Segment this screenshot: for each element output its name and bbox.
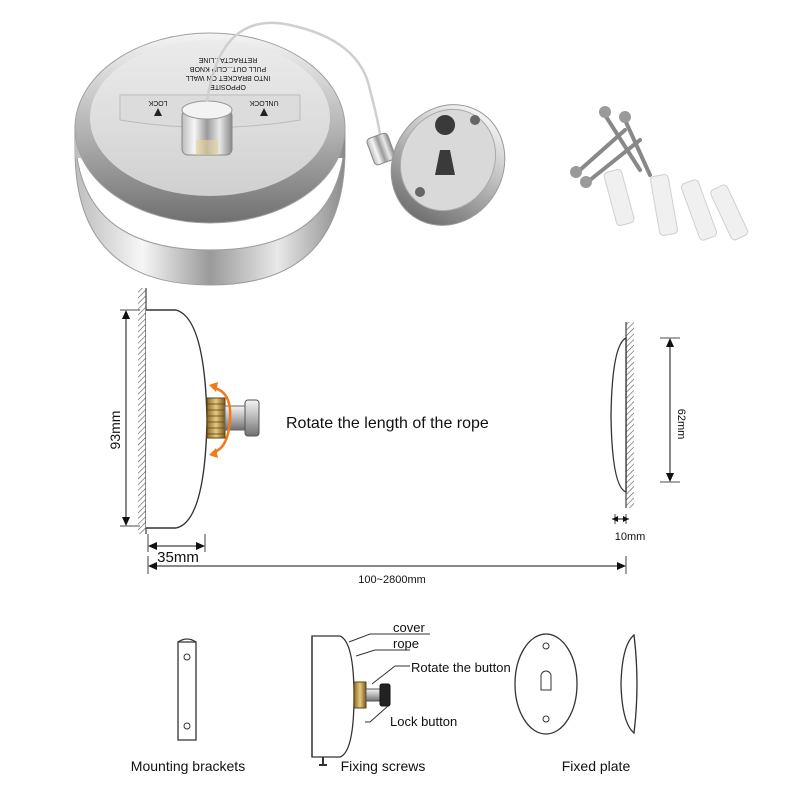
- plate-screw-hole-bottom: [415, 187, 425, 197]
- reel-side-drawing: [311, 635, 391, 766]
- part-label-fixed-plate: Fixed plate: [562, 758, 631, 774]
- part-label-fixing-screws: Fixing screws: [341, 758, 426, 774]
- reel-sticker-text-4: OPPOSITE: [210, 83, 246, 90]
- dim-plate-depth-label: 10mm: [615, 531, 646, 543]
- caption-rotate-rope: Rotate the length of the rope: [286, 415, 489, 432]
- wall-right: [625, 322, 634, 508]
- fixed-plate-photo: [390, 104, 506, 226]
- plate-screw-hole-top: [470, 115, 480, 125]
- dim-reel-depth: [147, 534, 206, 552]
- rope: [205, 21, 382, 136]
- dim-plate-depth: [612, 514, 629, 524]
- lock-label: LOCK: [148, 99, 167, 106]
- mounting-bracket-drawing: [177, 638, 197, 741]
- fixed-plate-side-drawing: [620, 633, 638, 735]
- dim-reel-depth-label: 35mm: [157, 549, 199, 566]
- bracket-hole-top: [183, 653, 191, 661]
- dim-rope-length-label: 100~2800mm: [358, 574, 426, 586]
- callout-rotate-button: Rotate the button: [411, 660, 511, 675]
- callout-rope: rope: [393, 636, 419, 651]
- reel-sticker-text-1: RETRACTA...LINE: [198, 56, 257, 63]
- screws-and-anchors-photo: [570, 106, 749, 241]
- unlock-arrow-icon: [260, 108, 268, 116]
- plate-front-hole-bottom: [542, 715, 550, 723]
- reel-side-outline: [146, 309, 208, 529]
- keyhole: [435, 115, 456, 175]
- reel-sticker-text-3: INTO BRACKET ON WALL: [186, 74, 271, 81]
- rotation-arrow-icon: [209, 382, 232, 458]
- part-label-mounting-brackets: Mounting brackets: [131, 758, 245, 774]
- dim-reel-height-label: 93mm: [107, 411, 123, 450]
- dim-plate-height-label: 62mm: [675, 409, 687, 440]
- reel-sticker-text-2: PULL OUT...CLIP KNOB: [190, 65, 267, 72]
- dim-plate-height: [660, 337, 680, 483]
- unlock-label: UNLOCK: [249, 99, 279, 106]
- callout-lock-button: Lock button: [390, 714, 457, 729]
- lock-arrow-icon: [154, 108, 162, 116]
- plate-front-keyhole: [540, 670, 552, 691]
- rotate-button-side: [206, 397, 260, 439]
- dim-rope-length: [147, 556, 627, 574]
- fixed-plate-front-drawing: [514, 633, 578, 735]
- reel-photo: RETRACTA...LINE PULL OUT...CLIP KNOB INT…: [74, 21, 396, 286]
- callout-lines: [348, 633, 430, 723]
- fixed-plate-side: [610, 336, 627, 493]
- plate-front-hole-top: [542, 642, 550, 650]
- bracket-hole-bottom: [183, 722, 191, 730]
- wall-left: [138, 288, 147, 534]
- dim-reel-height: [120, 309, 140, 527]
- callout-cover: cover: [393, 620, 425, 635]
